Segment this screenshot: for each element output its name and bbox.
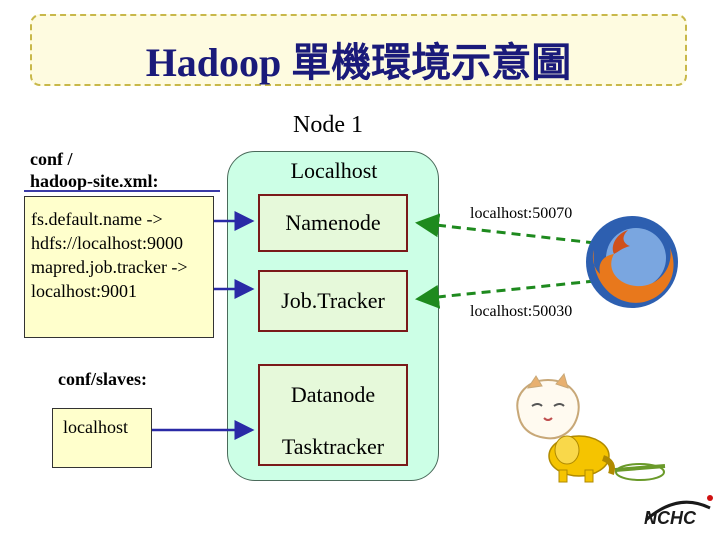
slaves-label: conf/slaves:	[58, 369, 147, 389]
datanode-label: Datanode	[290, 382, 376, 407]
localhost-label: Localhost	[290, 158, 378, 183]
hadoop-site-note: fs.default.name -> hdfs://localhost:9000…	[24, 196, 214, 338]
config-line: localhost:9001	[31, 281, 137, 301]
jobtracker-box: Job.Tracker	[258, 270, 408, 332]
firefox-icon	[586, 216, 678, 308]
slaves-note: localhost	[52, 408, 152, 468]
worker-box: Datanode Tasktracker	[258, 364, 408, 466]
config-line: fs.default.name ->	[31, 209, 163, 229]
namenode-web-arrow	[415, 213, 596, 245]
hadoop-site-label-line1: conf /	[30, 149, 73, 169]
jobtracker-web-arrow	[415, 279, 596, 309]
hadoop-site-label: conf / hadoop-site.xml:	[30, 148, 159, 192]
namenode-box: Namenode	[258, 194, 408, 252]
label-underline	[24, 190, 220, 192]
page-title: Hadoop 單機環境示意圖	[145, 40, 572, 85]
hadoop-elephant-icon	[548, 435, 666, 483]
config-line: mapred.job.tracker ->	[31, 257, 188, 277]
config-line: hdfs://localhost:9000	[31, 233, 183, 253]
node-label: Node 1	[293, 112, 363, 138]
tasktracker-label: Tasktracker	[281, 434, 385, 459]
hadoop-site-label-line2: hadoop-site.xml:	[30, 171, 159, 191]
nchc-logo: NCHC	[640, 490, 716, 532]
namenode-web-url: localhost:50070	[470, 205, 573, 222]
nchc-logo-text: NCHC	[644, 508, 696, 528]
jobtracker-web-url: localhost:50030	[470, 303, 573, 320]
nchc-logo-mark	[645, 495, 713, 522]
title-banner: Hadoop 單機環境示意圖	[30, 14, 687, 86]
cat-icon	[516, 372, 580, 440]
